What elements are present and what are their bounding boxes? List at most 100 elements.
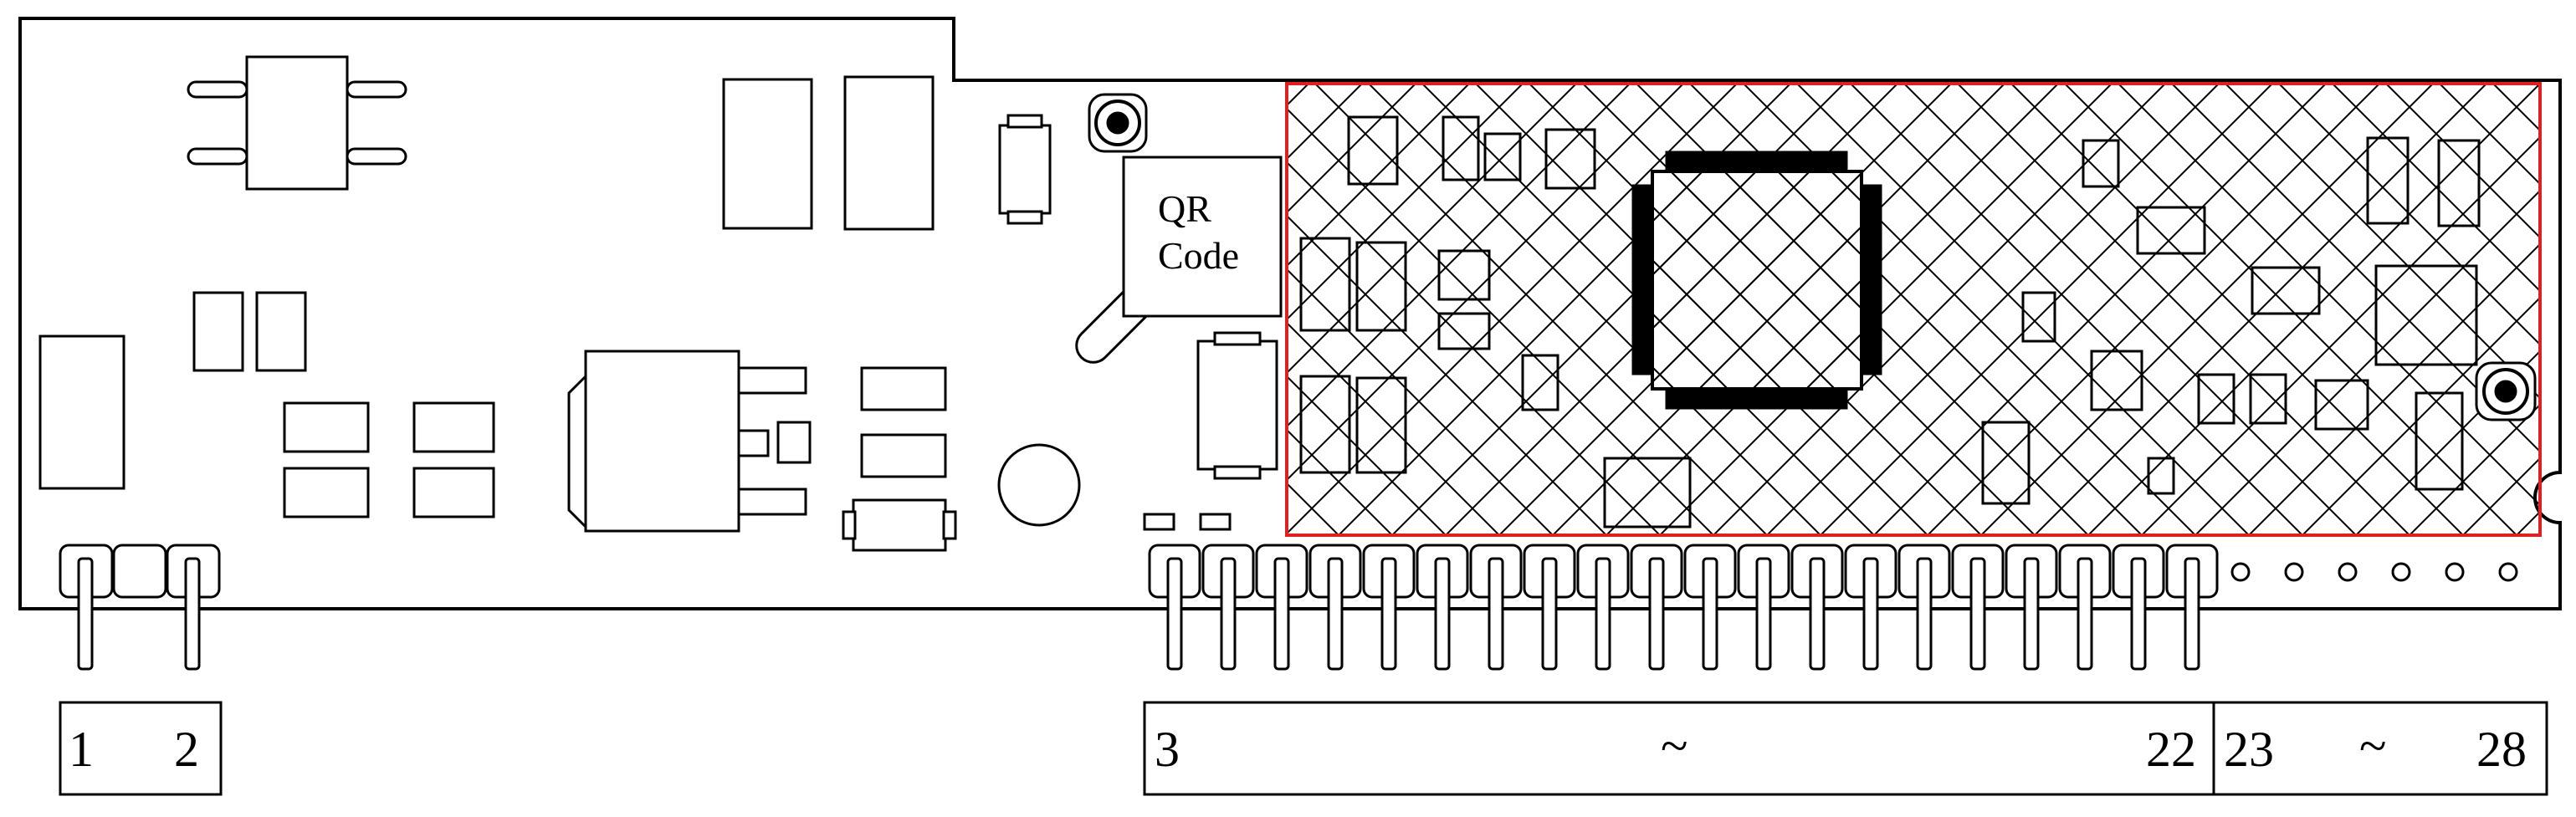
- transistor-lead-bottom-right: [346, 147, 407, 166]
- pin-label-23: 23: [2224, 722, 2274, 777]
- pin-leg: [1273, 557, 1290, 671]
- pin-label-mid-tilde: ~: [1661, 718, 1688, 774]
- diode-end-right: [942, 510, 957, 540]
- component-right-7: [2437, 139, 2481, 227]
- pin-leg: [1595, 557, 1611, 671]
- inductor-large-3: [1299, 375, 1351, 474]
- pin-leg: [1380, 557, 1397, 671]
- label-box-mid: [1143, 701, 2215, 796]
- chip-top-right: [1544, 128, 1596, 190]
- component-right-10: [2314, 379, 2369, 431]
- inductor-large-2: [1355, 241, 1407, 332]
- smd-resistor-b: [860, 433, 947, 478]
- chip-top-mid: [1442, 115, 1480, 181]
- mcu-pins-bottom: [1665, 388, 1848, 410]
- chip-top-left: [1347, 115, 1399, 186]
- through-hole: [2284, 562, 2304, 582]
- pin-leg: [77, 557, 94, 671]
- highlighted-region: [1287, 84, 2540, 535]
- pin-leg: [1327, 557, 1344, 671]
- component-right-1: [2082, 139, 2120, 188]
- pin-leg: [1434, 557, 1451, 671]
- component-mid-3: [1521, 354, 1559, 411]
- inductor-large-4: [1355, 376, 1407, 474]
- component-low-1: [1603, 457, 1692, 528]
- component-right-4: [2249, 373, 2287, 425]
- pin-leg: [1541, 557, 1558, 671]
- regulator-pin-1: [737, 366, 807, 395]
- component-right-2: [2021, 291, 2056, 343]
- highlighted-region-border: [1285, 82, 2542, 537]
- qr-label-line1: QR: [1158, 187, 1211, 230]
- smd-pad-1: [283, 401, 370, 453]
- pin-label-28: 28: [2476, 722, 2527, 777]
- through-hole: [2445, 562, 2465, 582]
- component-mid-2: [1437, 312, 1491, 350]
- mount-hole-right-inner: [2494, 380, 2517, 403]
- pin-label-3: 3: [1155, 722, 1180, 777]
- smd-pad-3: [412, 401, 495, 453]
- capacitor-large-2: [843, 75, 935, 231]
- pin-leg: [2077, 557, 2093, 671]
- component-right-9: [2415, 391, 2464, 491]
- pin-leg: [1702, 557, 1718, 671]
- pin-leg: [1220, 557, 1237, 671]
- holes-right: [2230, 562, 2518, 582]
- mcu-chip: [1651, 170, 1863, 391]
- transistor-lead-top-left: [187, 80, 248, 99]
- header-middle: [1148, 544, 2219, 671]
- pin-leg: [184, 557, 201, 671]
- component-mid-1: [1437, 249, 1491, 301]
- component-right-5: [2147, 457, 2175, 495]
- small-pad-left: [1143, 513, 1175, 531]
- pin-leg: [1488, 557, 1504, 671]
- qr-label-line2: Code: [1158, 234, 1240, 277]
- through-hole: [2391, 562, 2411, 582]
- pin-leg: [2184, 557, 2200, 671]
- regulator-pin-2b: [776, 421, 812, 464]
- qr-code-box: [1122, 156, 1283, 318]
- component-right-6: [2366, 136, 2410, 225]
- regulator-pin-3: [737, 488, 807, 516]
- transistor-lead-bottom-left: [187, 147, 248, 166]
- diode-vertical-top: [1006, 114, 1043, 129]
- diode-vertical: [998, 124, 1052, 215]
- component-right-8: [2374, 264, 2478, 366]
- ic-small-3: [2090, 350, 2143, 411]
- component-electrolytic: [1196, 340, 1278, 471]
- regulator-body: [584, 350, 740, 533]
- label-box-right: [2212, 701, 2548, 796]
- header-left: [59, 544, 221, 671]
- diode-vertical-bottom: [1006, 210, 1043, 225]
- pin-label-2: 2: [174, 722, 199, 777]
- pin-leg: [1809, 557, 1826, 671]
- small-pad-right: [1199, 513, 1232, 531]
- resistor-tall-1: [192, 291, 244, 372]
- diode-end-left: [842, 510, 857, 540]
- pin-leg: [2023, 557, 2040, 671]
- diode-body-small: [852, 498, 947, 552]
- capacitor-large-1: [722, 78, 813, 230]
- pin-leg: [1755, 557, 1772, 671]
- component-low-2: [1981, 421, 2031, 505]
- pin-leg: [1648, 557, 1665, 671]
- component-electrolytic-bottom: [1213, 465, 1262, 480]
- pin-label-right-tilde: ~: [2359, 718, 2387, 774]
- mcu-pins-left: [1631, 184, 1653, 375]
- round-component: [997, 443, 1081, 527]
- through-hole: [2498, 562, 2518, 582]
- mcu-pins-top: [1665, 151, 1848, 172]
- component-electrolytic-top: [1213, 331, 1262, 346]
- regulator-tab: [567, 373, 587, 530]
- pin-leg: [1969, 557, 1986, 671]
- smd-pad-2: [283, 467, 370, 518]
- pin-leg: [1916, 557, 1933, 671]
- resistor-tall-2: [255, 291, 307, 372]
- smd-resistor-a: [860, 366, 947, 411]
- pin-leg: [1166, 557, 1183, 671]
- transistor-body: [245, 55, 349, 191]
- mcu-pins-right: [1861, 184, 1882, 375]
- component-right-3: [2197, 373, 2235, 425]
- chip-top-mid-b: [1483, 132, 1522, 181]
